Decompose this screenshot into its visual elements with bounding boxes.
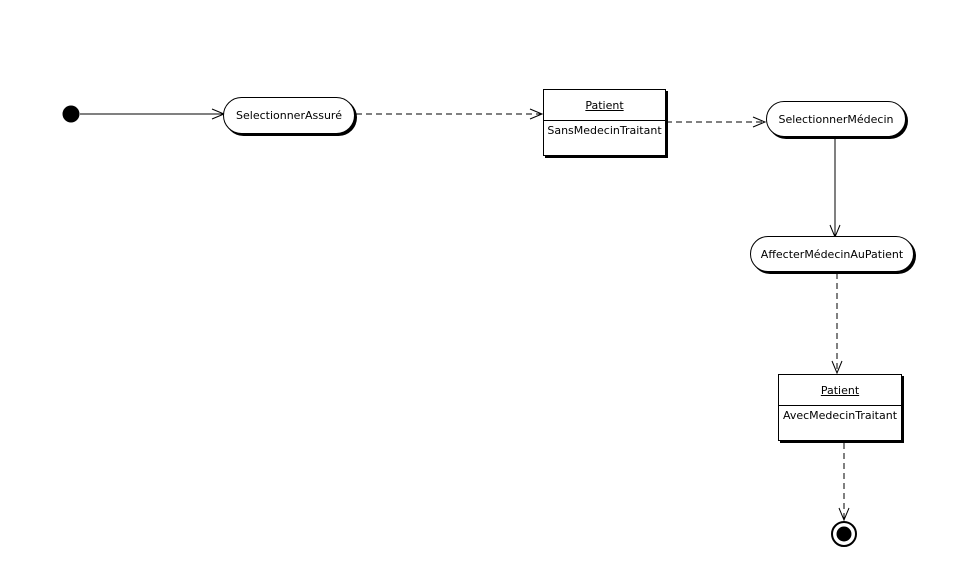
action-select-insured[interactable]: SelectionnerAssuré: [223, 97, 355, 134]
action-select-doctor[interactable]: SelectionnerMédecin: [766, 101, 906, 137]
object-patient-with-doctor[interactable]: Patient AvecMedecinTraitant: [778, 374, 902, 441]
action-assign-doctor[interactable]: AffecterMédecinAuPatient: [750, 236, 914, 272]
action-select-doctor-label: SelectionnerMédecin: [778, 112, 894, 126]
object-patient-with-doctor-state: AvecMedecinTraitant: [782, 409, 898, 422]
object-patient-without-doctor-name: Patient: [544, 90, 665, 121]
final-node: [831, 521, 857, 547]
object-patient-with-doctor-name: Patient: [779, 375, 901, 406]
object-patient-without-doctor[interactable]: Patient SansMedecinTraitant: [543, 89, 666, 156]
object-patient-without-doctor-state: SansMedecinTraitant: [547, 124, 662, 137]
initial-node: [62, 105, 80, 123]
action-assign-doctor-label: AffecterMédecinAuPatient: [760, 247, 904, 261]
action-select-insured-label: SelectionnerAssuré: [236, 109, 342, 122]
